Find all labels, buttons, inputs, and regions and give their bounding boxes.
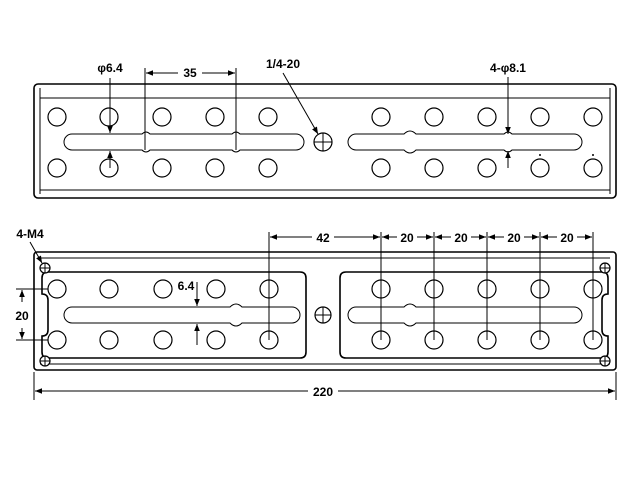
dim-phi64-label: φ6.4	[97, 61, 123, 75]
dim-220: 220	[33, 372, 617, 400]
top-plate-outline	[33, 83, 617, 199]
bottom-plate-outline	[33, 251, 617, 371]
bottom-view: 4-M4 20 6.4 42	[15, 227, 617, 400]
corner-screw-bottom-left	[39, 355, 51, 367]
dim-m4: 4-M4	[16, 227, 44, 264]
m4-label: 4-M4	[16, 227, 44, 241]
bottom-pocket-right	[339, 271, 609, 359]
dim-64: 6.4	[178, 279, 204, 345]
dim-thread: 1/4-20	[266, 57, 319, 135]
bottom-holes-lower-row	[47, 330, 603, 350]
corner-screw-top-left	[39, 262, 51, 274]
bottom-center-hole	[314, 306, 332, 324]
spacing-label: 20	[400, 231, 414, 245]
tiny-mark	[539, 154, 541, 156]
dim-row-20: 20	[15, 288, 48, 341]
dim-spacing-chain: 42 20 20 20 20	[268, 229, 594, 340]
bottom-pocket-left	[41, 271, 307, 359]
top-holes-upper-row	[47, 107, 603, 127]
large-hole-label: 4-φ8.1	[490, 61, 526, 75]
top-holes-lower-row	[47, 158, 603, 178]
top-slot-right	[347, 130, 583, 154]
overall-length-label: 220	[313, 385, 333, 399]
corner-screw-top-right	[599, 262, 611, 274]
dim-large-hole: 4-φ8.1	[490, 61, 526, 168]
dim-phi64: φ6.4	[97, 61, 123, 168]
dim-35-label: 35	[183, 66, 197, 80]
spacing-label: 20	[507, 231, 521, 245]
slot-width-label: 6.4	[178, 279, 195, 293]
spacing-label: 20	[560, 231, 574, 245]
top-view: 35 φ6.4 1/4-20 4-φ8.1	[33, 57, 617, 199]
row-spacing-label: 20	[15, 309, 29, 323]
spacing-label: 20	[454, 231, 468, 245]
bottom-slot-left	[63, 303, 301, 327]
corner-screws	[39, 262, 611, 367]
center-thread-hole	[313, 132, 333, 152]
tiny-mark	[592, 154, 594, 156]
top-slot-left	[63, 131, 305, 153]
bottom-slot-right	[347, 303, 583, 327]
offset-label: 42	[316, 231, 330, 245]
thread-label: 1/4-20	[266, 57, 300, 71]
corner-screw-bottom-right	[599, 355, 611, 367]
dim-35: 35	[144, 64, 237, 150]
bottom-holes-upper-row	[47, 279, 603, 299]
